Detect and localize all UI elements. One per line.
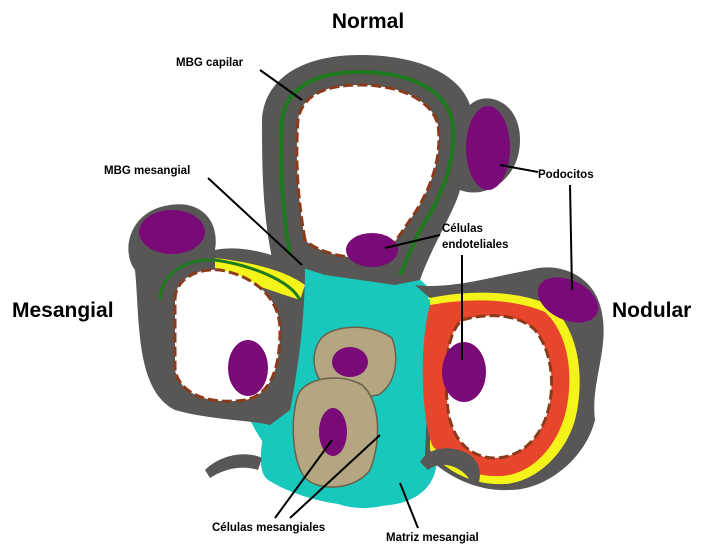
normal-endothelial-cell [346, 233, 398, 267]
normal-podocyte-cell [466, 106, 510, 190]
mbg-capilar-label: MBG capilar [176, 57, 244, 69]
mesangial-endothelial-cell [228, 340, 268, 396]
celulas-endoteliales-label-1: Células [442, 223, 483, 235]
celulas-mesangiales-label: Células mesangiales [212, 522, 325, 534]
mesangial-podocyte-cell [139, 210, 205, 254]
mbg-mesangial-label: MBG mesangial [104, 165, 190, 177]
podocitos-label: Podocitos [538, 169, 594, 181]
matriz-mesangial-label: Matriz mesangial [386, 532, 479, 544]
nodular-endothelial-cell [442, 342, 486, 402]
mesangial-cell-nucleus-upper [332, 347, 368, 377]
normal-title: Normal [332, 10, 404, 33]
nodular-title: Nodular [612, 299, 691, 322]
celulas-endoteliales-label-2: endoteliales [442, 239, 508, 251]
mesangial-cell-nucleus-lower [319, 408, 347, 456]
mesangial-title: Mesangial [12, 299, 114, 322]
bottom-left-fringe [205, 454, 262, 478]
